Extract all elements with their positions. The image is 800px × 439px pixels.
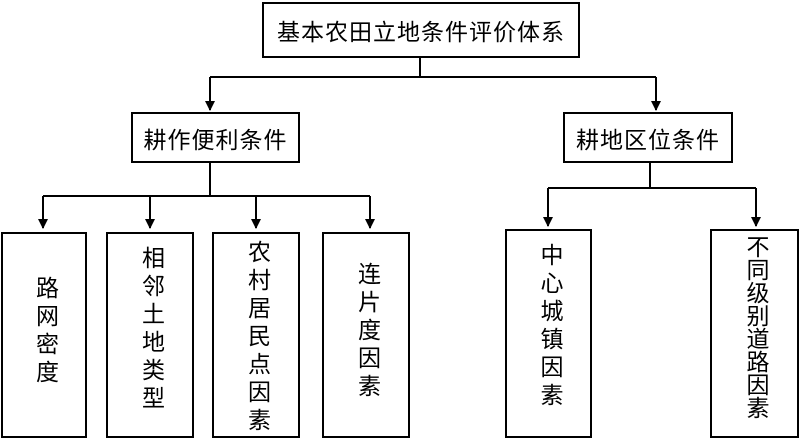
factor-node-1-3: 农村居民点因素 (212, 232, 300, 438)
category-node-1-label: 耕作便利条件 (143, 127, 288, 154)
factor-node-1-2: 相邻土地类型 (106, 232, 194, 438)
category-node-2: 耕地区位条件 (563, 112, 733, 163)
root-node-label: 基本农田立地条件评价体系 (277, 20, 565, 46)
factor-node-1-4: 连片度因素 (322, 232, 410, 438)
root-node: 基本农田立地条件评价体系 (262, 2, 580, 58)
factor-node-1-3-label: 农村居民点因素 (243, 240, 270, 436)
category-node-1: 耕作便利条件 (131, 112, 300, 163)
factor-node-2-1-label: 中心城镇因素 (536, 243, 562, 411)
category-node-2-label: 耕地区位条件 (576, 127, 720, 154)
factor-node-1-1: 路网密度 (1, 232, 87, 438)
factor-node-2-2-label: 不同级别道路因素 (742, 235, 768, 419)
factor-node-1-4-label: 连片度因素 (353, 262, 380, 402)
factor-node-1-2-label: 相邻土地类型 (137, 246, 164, 414)
factor-node-2-2: 不同级别道路因素 (710, 229, 799, 438)
factor-node-2-1: 中心城镇因素 (505, 229, 592, 438)
factor-node-1-1-label: 路网密度 (31, 276, 58, 388)
